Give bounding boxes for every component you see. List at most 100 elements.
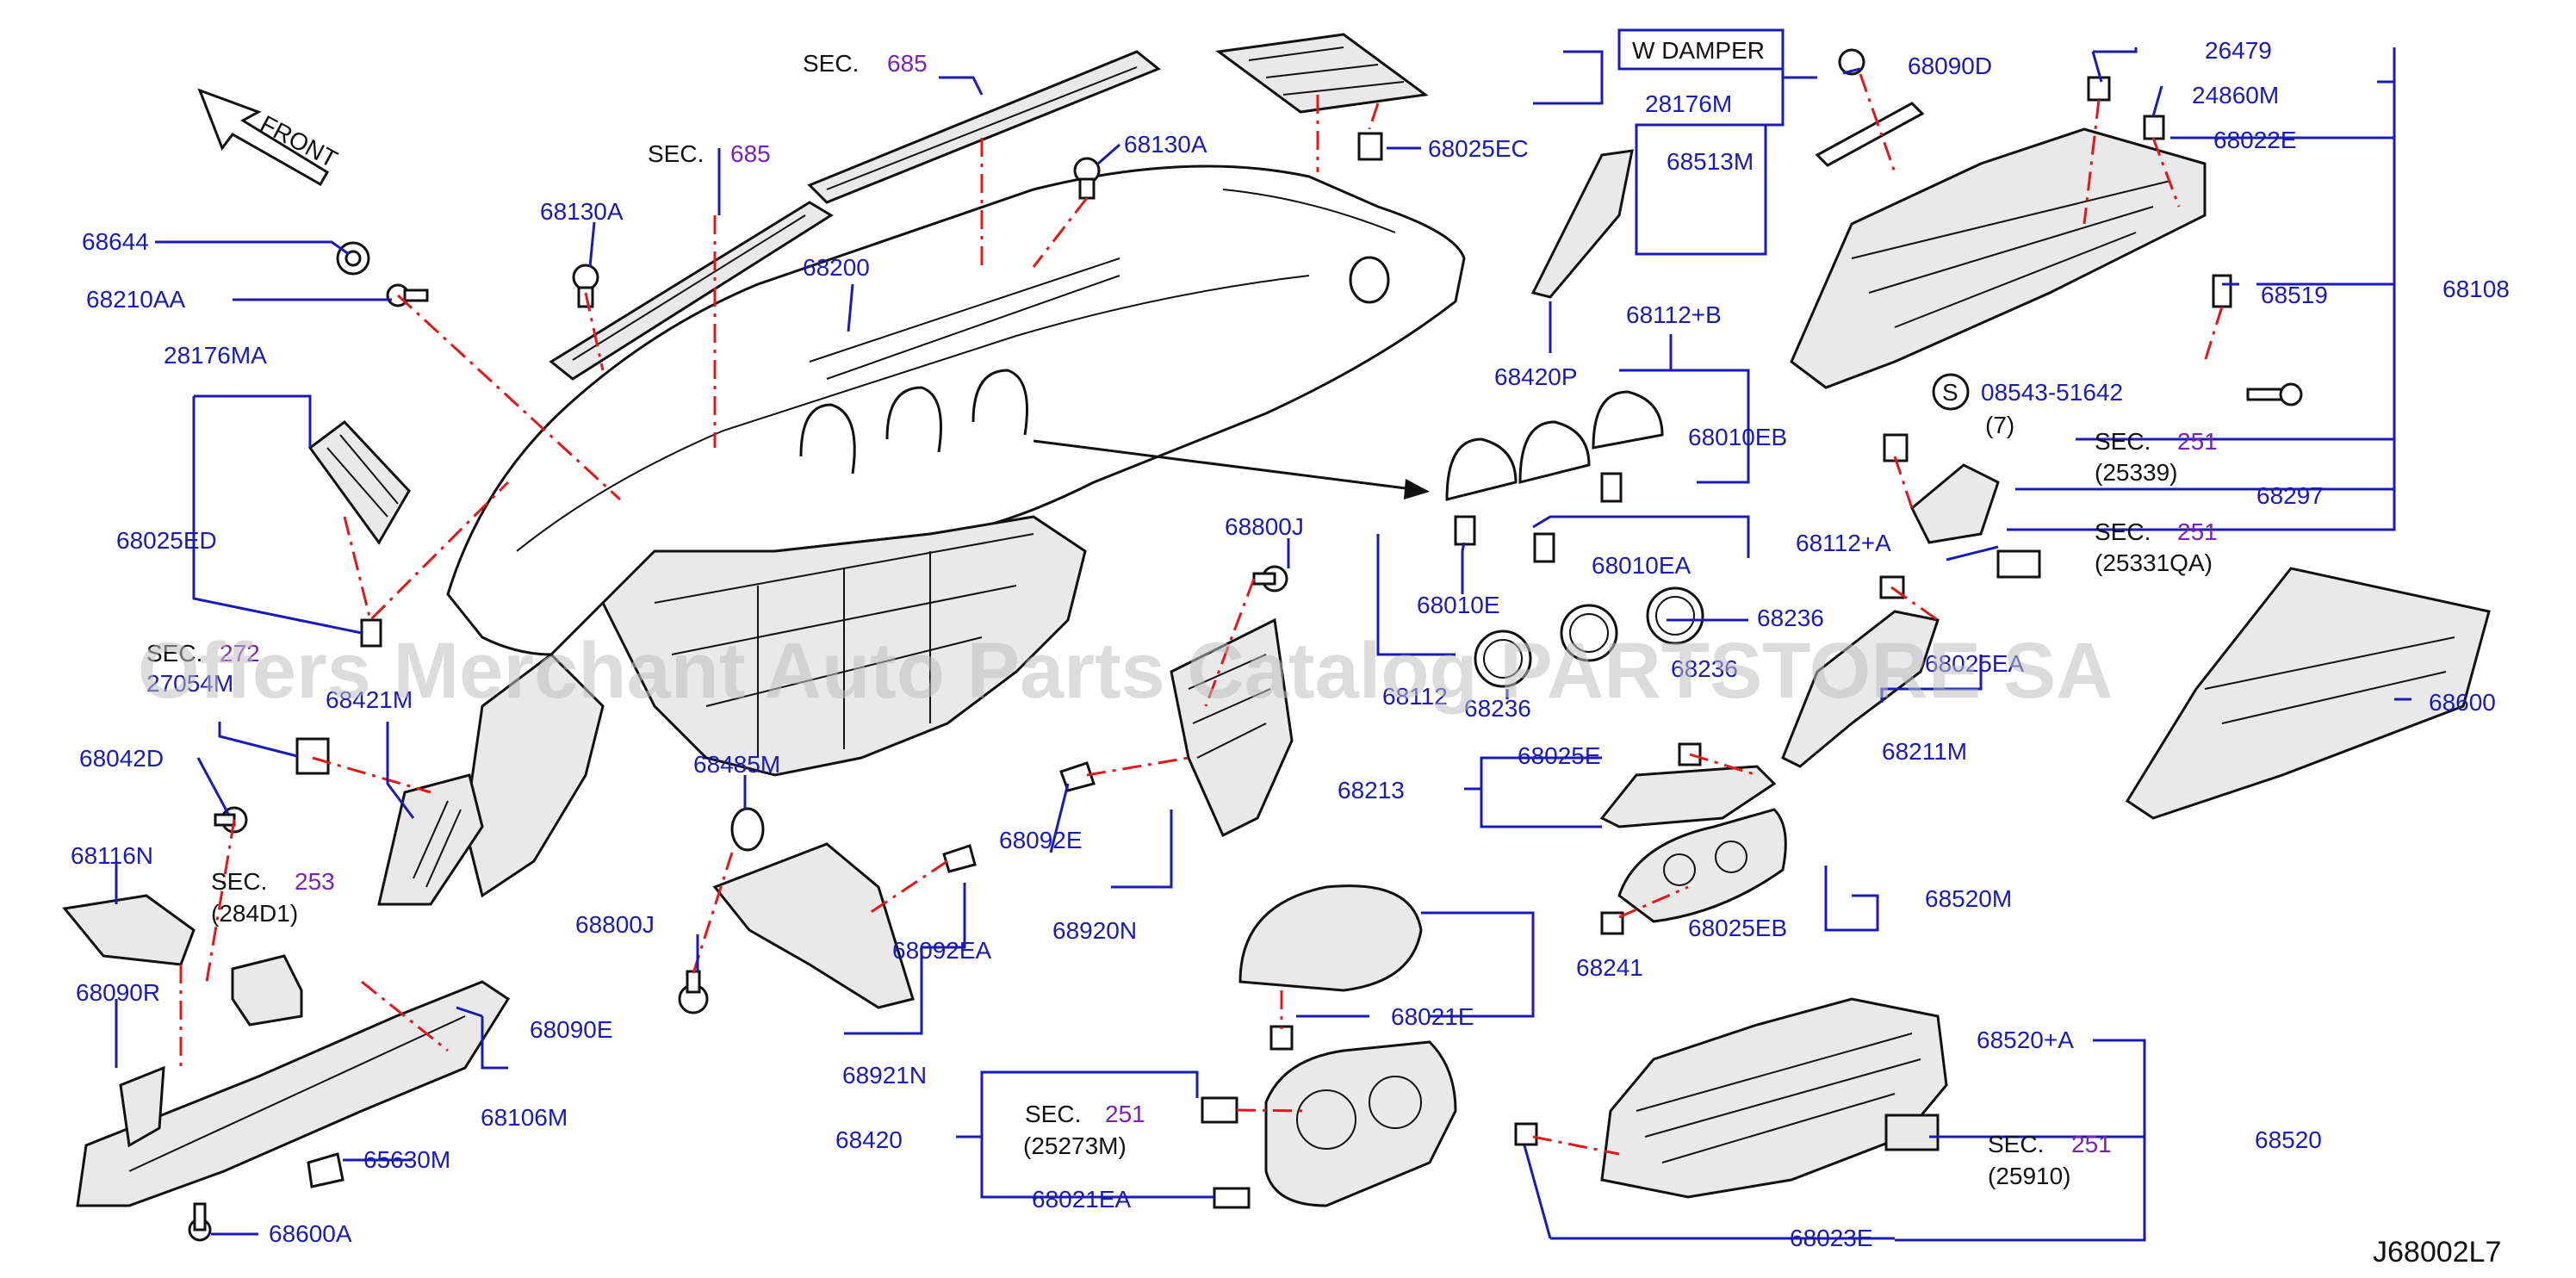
sec-number: 251 [2177,428,2218,455]
label-68211M: 68211M [1882,738,1967,765]
label-08543-51642: 08543-51642 [1981,379,2123,406]
label-68108: 68108 [2443,276,2510,302]
section-ref-251-25331QA: SEC. 251 (25331QA) [2095,518,2218,576]
meter-ring-68112-3 [1592,390,1664,450]
sec-sub: (25331QA) [2095,549,2213,576]
sec-prefix: SEC. [648,140,704,167]
label-68022E: 68022E [2213,127,2297,153]
label-68021E: 68021E [1391,1003,1474,1030]
label-68112B: 68112+B [1626,301,1722,328]
sec-number: 251 [2071,1131,2112,1157]
speaker-grille-top [1215,33,1429,114]
center-vent-68520 [1600,997,1948,1199]
label-68010EB: 68010EB [1688,424,1787,450]
bolt-68042D [214,806,248,834]
label-68130A-left: 68130A [540,198,624,225]
label-68090E: 68090E [530,1016,613,1043]
module-284D1 [231,954,303,1027]
clip-27054M [295,737,330,775]
label-68010E: 68010E [1417,592,1500,618]
section-ref-272: SEC. 272 [146,640,260,667]
ring-68236-1 [1474,630,1532,688]
label-68241: 68241 [1576,954,1643,981]
label-28176M: 28176M [1645,90,1732,117]
clip-68021EA [1213,1187,1251,1209]
meter-ring-68112-2 [1518,420,1591,484]
clip-68010EA [1533,532,1555,563]
sec-number: 251 [2177,518,2218,545]
bolt-68800J-bottom [678,970,709,1014]
label-68644: 68644 [82,228,149,255]
sec-sub: (25273M) [1023,1132,1127,1159]
clip-68010E [1454,515,1476,546]
ring-68236-3 [1646,586,1704,645]
label-68485M: 68485M [693,751,780,778]
sec-sub: (25910) [1988,1163,2071,1189]
label-68800J-top: 68800J [1225,513,1304,540]
label-68112: 68112 [1382,683,1448,710]
clip-68010EB [1600,472,1623,503]
front-arrow-icon [197,88,330,187]
lamp-25331QA [1996,549,2041,579]
label-68025EB: 68025EB [1688,915,1787,941]
section-ref-251-25910: SEC. 251 (25910) [1988,1131,2112,1189]
label-68520A: 68520+A [1977,1027,2074,1053]
defroster-grille-right [807,50,1161,204]
label-28176MA: 28176MA [164,342,267,369]
clip-68092E [1059,761,1096,792]
ring-68644 [336,241,370,276]
damper-68513M [1815,102,1925,167]
holder-68213 [1599,765,1777,828]
section-ref-253: SEC. 253 (284D1) [211,868,335,927]
label-68800J-bottom: 68800J [575,911,655,938]
label-68021EA: 68021EA [1032,1186,1132,1213]
grommet-68485M [730,807,765,852]
label-68210AA: 68210AA [86,286,186,313]
clip-68090D [1838,48,1865,76]
sec-number: 685 [730,140,771,167]
label-68090R: 68090R [76,979,160,1006]
panel-68920N [1170,617,1294,838]
label-68421M: 68421M [326,686,413,713]
meter-hood-68241 [1238,884,1423,992]
dashboard-frame [463,515,1087,898]
label-68200: 68200 [803,254,870,281]
switch-25910 [1884,1114,1940,1151]
label-68520: 68520 [2255,1126,2322,1153]
label-68297: 68297 [2256,482,2324,509]
sec-prefix: SEC. [803,50,859,77]
sec-prefix: SEC. [146,640,202,667]
label-68112A: 68112+A [1796,530,1891,556]
label-68092E: 68092E [999,827,1083,853]
glove-box-lid-68600 [2125,567,2491,820]
clip-68519 [2212,274,2232,308]
combination-meter-68420 [1264,1040,1457,1207]
label-68236-1: 68236 [1464,695,1531,722]
lamp-68297 [1910,463,2000,544]
bracket-68116N [62,894,196,966]
label-68420: 68420 [835,1126,903,1153]
dashboard-panel [446,164,1466,656]
connector-25273M [1201,1096,1238,1124]
label-68090D: 68090D [1908,53,1992,79]
lower-cover-68921N [712,842,915,1009]
label-68519: 68519 [2261,282,2328,308]
bolt-68800J-top [1252,565,1288,592]
label-65630M: 65630M [363,1146,450,1173]
label-68213: 68213 [1338,777,1405,803]
label-08543-qty: (7) [1985,412,2014,438]
clip-68092EA [942,844,977,873]
section-ref-685-right: SEC. 685 [803,50,928,77]
watermark: Offers Merchant Auto Parts Catalog PARTS… [138,627,2114,715]
clip-68130A-left [572,264,599,308]
label-68921N: 68921N [842,1062,927,1089]
label-68010EA: 68010EA [1592,552,1691,579]
sec-prefix: SEC. [211,868,267,895]
label-68236-2: 68236 [1671,655,1738,682]
pin-68600A [188,1202,212,1242]
glove-box-68108 [1790,127,2207,389]
label-68025EC: 68025EC [1428,135,1529,162]
s-symbol: S [1942,379,1958,406]
sec-number: 272 [220,640,260,667]
section-ref-251-25339: SEC. 251 (25339) [2095,428,2218,486]
